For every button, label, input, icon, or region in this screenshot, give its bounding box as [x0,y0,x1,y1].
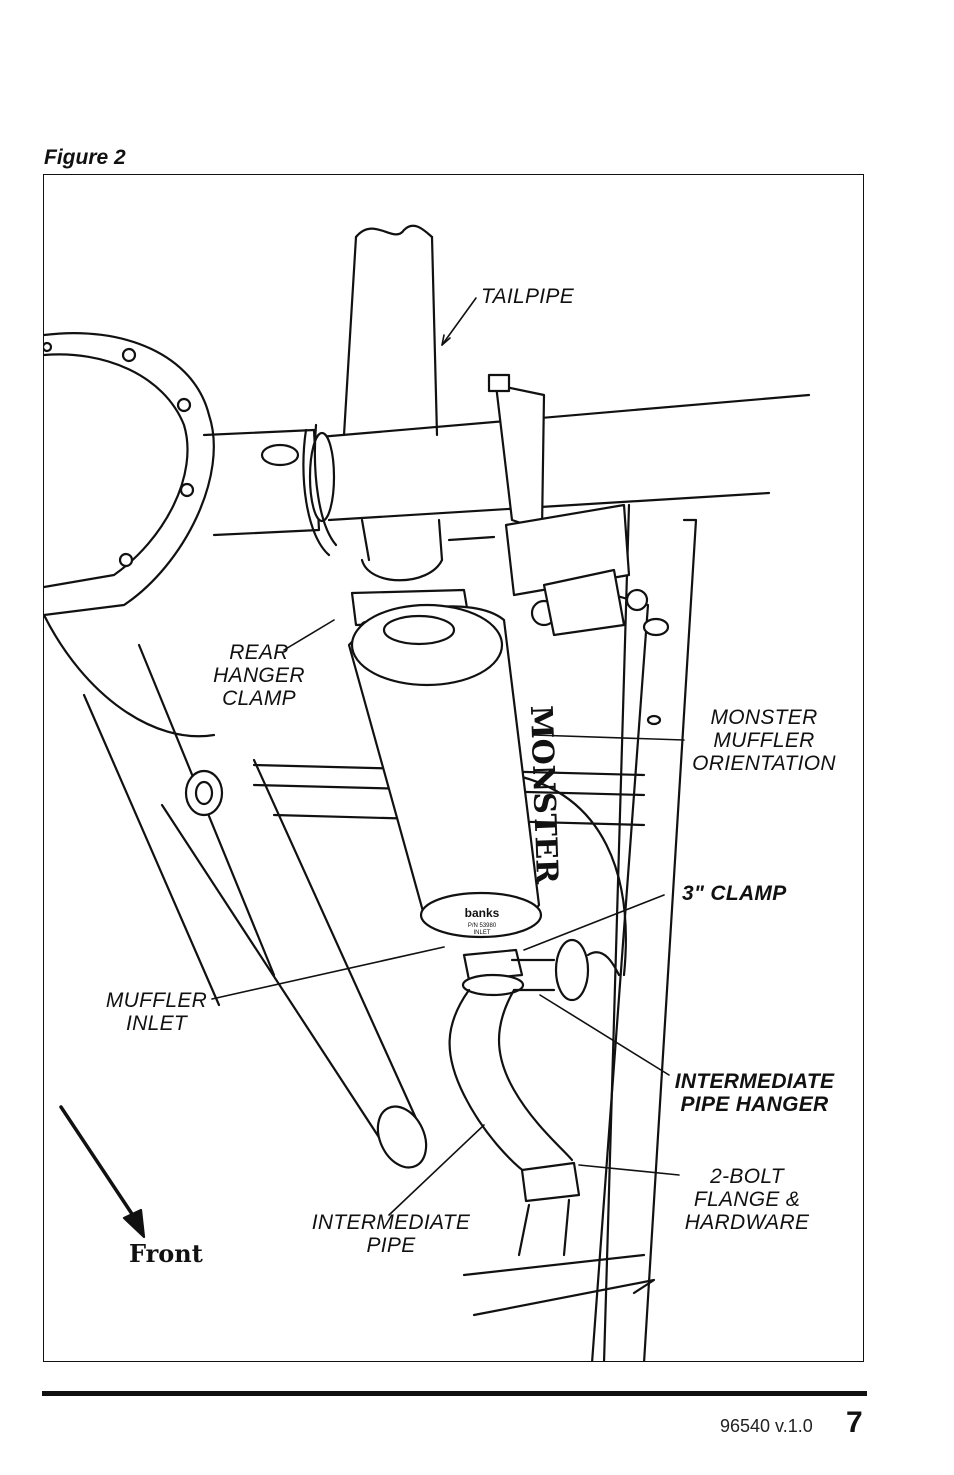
muffler-logo-text: banks [465,906,500,920]
intermediate-pipe-hanger [510,938,621,1002]
figure-title: Figure 2 [44,146,126,169]
label-monster-muffler-orientation: MONSTER MUFFLER ORIENTATION [692,706,836,775]
axle-tube [308,393,811,523]
label-front: Front [129,1239,203,1268]
u-bolt [302,423,338,557]
label-rear-hanger-clamp: REAR HANGER CLAMP [213,641,305,710]
muffler-brand-text: MONSTER [523,705,564,886]
front-arrow-icon [59,1105,146,1239]
muffler: MONSTER banks P/N 53980 INLET [347,603,564,939]
muffler-inlet-text: INLET [473,930,490,936]
doc-code: 96540 v.1.0 [720,1416,813,1436]
footer-rule [42,1391,867,1396]
drive-shaft [82,643,428,1169]
label-3-inch-clamp: 3" CLAMP [682,882,787,905]
intermediate-pipe [448,948,581,1257]
label-2-bolt-flange: 2-BOLT FLANGE & HARDWARE [684,1165,810,1234]
frame-rail [462,503,698,1361]
label-intermediate-pipe-hanger: INTERMEDIATE PIPE HANGER [674,1070,835,1116]
leader-lines [211,297,685,1216]
label-muffler-inlet: MUFFLER INLET [105,989,208,1035]
muffler-part-text: P/N 53980 [468,923,497,929]
figure-frame: MONSTER banks P/N 53980 INLET [43,174,864,1362]
page-number: 7 [846,1406,863,1439]
spring-shackle [447,373,670,726]
label-intermediate-pipe: INTERMEDIATE PIPE [311,1211,471,1257]
tailpipe [342,224,444,562]
label-tailpipe: TAILPIPE [481,285,575,308]
exhaust-illustration: MONSTER banks P/N 53980 INLET [44,224,811,1361]
